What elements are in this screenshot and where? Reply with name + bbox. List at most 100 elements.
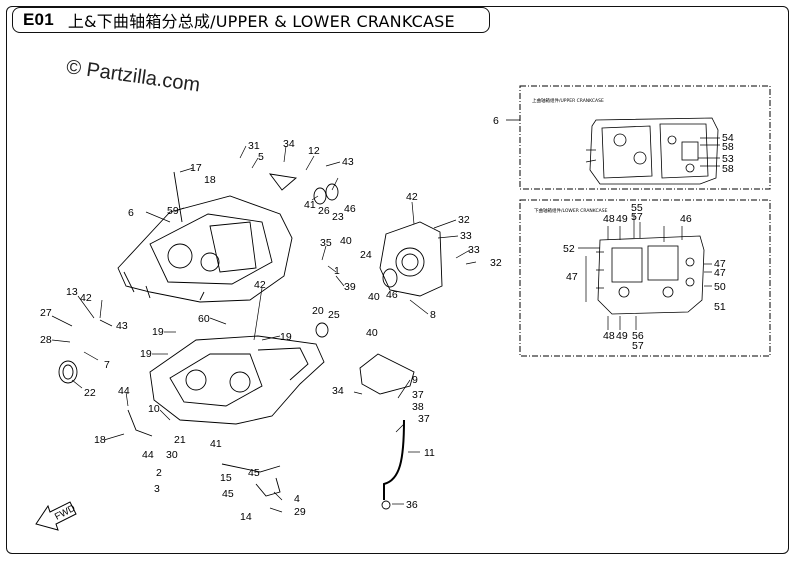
callout-8: 8: [430, 309, 436, 321]
callout-52: 52: [563, 243, 575, 255]
callout-18-bottom: 18: [94, 434, 106, 446]
inset-lower-title: 下曲轴箱组件/LOWER CRANKCASE: [534, 207, 608, 214]
callout-19-c: 19: [140, 348, 152, 360]
upper-crankcase-drawing: [117, 195, 293, 303]
leader-lines: [51, 145, 477, 513]
callout-10: 10: [148, 403, 160, 415]
callout-15: 15: [220, 472, 232, 484]
callout-24: 24: [360, 249, 372, 261]
callout-44-a: 44: [118, 385, 130, 397]
lower-crankcase-thumbnail: [596, 235, 705, 315]
callout-42-mid: 42: [254, 279, 266, 291]
callout-41-top: 41: [304, 199, 316, 211]
side-cover-drawing: [379, 221, 443, 297]
callout-6: 6: [128, 207, 134, 219]
callout-22: 22: [84, 387, 96, 399]
callout-12: 12: [308, 145, 320, 157]
callout-21: 21: [174, 434, 186, 446]
callout-43-top: 43: [342, 156, 354, 168]
callout-17: 17: [190, 162, 202, 174]
callout-46: 46: [680, 213, 692, 225]
callout-46-main: 46: [344, 203, 356, 215]
inset-lower-crankcase: 下曲轴箱组件/LOWER CRANKCASE 48 49 55 57 46 52…: [519, 199, 771, 357]
oil-pan-drawing: [359, 353, 415, 510]
callout-58b: 58: [722, 163, 734, 175]
drawing-frame: [6, 6, 789, 554]
pipes-drawing: [127, 171, 298, 497]
callout-45-a: 45: [248, 467, 260, 479]
callout-41-bottom: 41: [210, 438, 222, 450]
callout-44-b: 44: [142, 449, 154, 461]
callout-39: 39: [344, 281, 356, 293]
diagram-code: E01: [23, 10, 54, 29]
lower-crankcase-drawing: [149, 335, 325, 425]
diagram-title: 上&下曲轴箱分总成/UPPER & LOWER CRANKCASE: [67, 12, 455, 31]
callout-19-a: 19: [152, 326, 164, 338]
callout-33-b: 33: [468, 244, 480, 256]
callout-54: 54: [722, 132, 734, 144]
callout-25: 25: [328, 309, 340, 321]
callout-49-top: 49: [616, 213, 628, 225]
callout-34-bottom: 34: [332, 385, 344, 397]
callout-2: 2: [156, 467, 162, 479]
callout-37-b: 37: [418, 413, 430, 425]
callout-35: 35: [320, 237, 332, 249]
callout-33-a: 33: [460, 230, 472, 242]
callout-3: 3: [154, 483, 160, 495]
callout-28: 28: [40, 334, 52, 346]
callout-29: 29: [294, 506, 306, 518]
callout-57-bottom: 57: [632, 340, 644, 352]
callout-5: 5: [258, 151, 264, 163]
fwd-arrow: FWD: [35, 501, 77, 531]
callout-7: 7: [104, 359, 110, 371]
callout-4: 4: [294, 493, 300, 505]
inset-upper-title: 上曲轴箱组件/UPPER CRANKCASE: [532, 97, 604, 104]
callout-1: 1: [334, 265, 340, 277]
callout-19-b: 19: [280, 331, 292, 343]
callout-6-inset: 6: [493, 115, 499, 127]
inset-upper-crankcase: 上曲轴箱组件/UPPER CRANKCASE 54 58 53 58 6: [493, 85, 771, 190]
callout-48-bottom: 48: [603, 330, 615, 342]
callout-49-bottom: 49: [616, 330, 628, 342]
callout-13: 13: [66, 286, 78, 298]
callout-45-b: 45: [222, 488, 234, 500]
callout-55: 55: [631, 202, 643, 214]
callout-60: 60: [198, 313, 210, 325]
callout-42-top: 42: [406, 191, 418, 203]
callout-23: 23: [332, 211, 344, 223]
callout-58: 58: [722, 141, 734, 153]
callout-42-left: 42: [80, 292, 92, 304]
seal-rings-drawing: [58, 183, 398, 384]
callout-37-a: 37: [412, 389, 424, 401]
callout-48-top: 48: [603, 213, 615, 225]
callout-50: 50: [714, 281, 726, 293]
callout-32-b: 32: [490, 257, 502, 269]
callout-56: 56: [632, 330, 644, 342]
callout-labels: 17 59 18 6 31 5 34 12 43 41 26 23 46 35 …: [40, 138, 502, 523]
callout-47-b: 47: [714, 267, 726, 279]
callout-57-top: 57: [631, 211, 643, 223]
callout-36: 36: [406, 499, 418, 511]
callout-32-a: 32: [458, 214, 470, 226]
callout-43-left: 43: [116, 320, 128, 332]
callout-34-top: 34: [283, 138, 295, 150]
callout-53: 53: [722, 153, 734, 165]
callout-40-c: 40: [366, 327, 378, 339]
callout-38: 38: [412, 401, 424, 413]
callout-20: 20: [312, 305, 324, 317]
callout-40-a: 40: [340, 235, 352, 247]
diagram-title-box: E01 上&下曲轴箱分总成/UPPER & LOWER CRANKCASE: [12, 7, 490, 33]
callout-9: 9: [412, 374, 418, 386]
callout-51: 51: [714, 301, 726, 313]
callout-30: 30: [166, 449, 178, 461]
callout-11: 11: [424, 447, 435, 459]
upper-crankcase-thumbnail: [585, 117, 719, 185]
callout-26: 26: [318, 205, 330, 217]
callout-46-side: 46: [386, 289, 398, 301]
callout-27: 27: [40, 307, 52, 319]
callout-18-top: 18: [204, 174, 216, 186]
callout-40-b: 40: [368, 291, 380, 303]
callout-14: 14: [240, 511, 252, 523]
callout-31: 31: [248, 140, 260, 152]
